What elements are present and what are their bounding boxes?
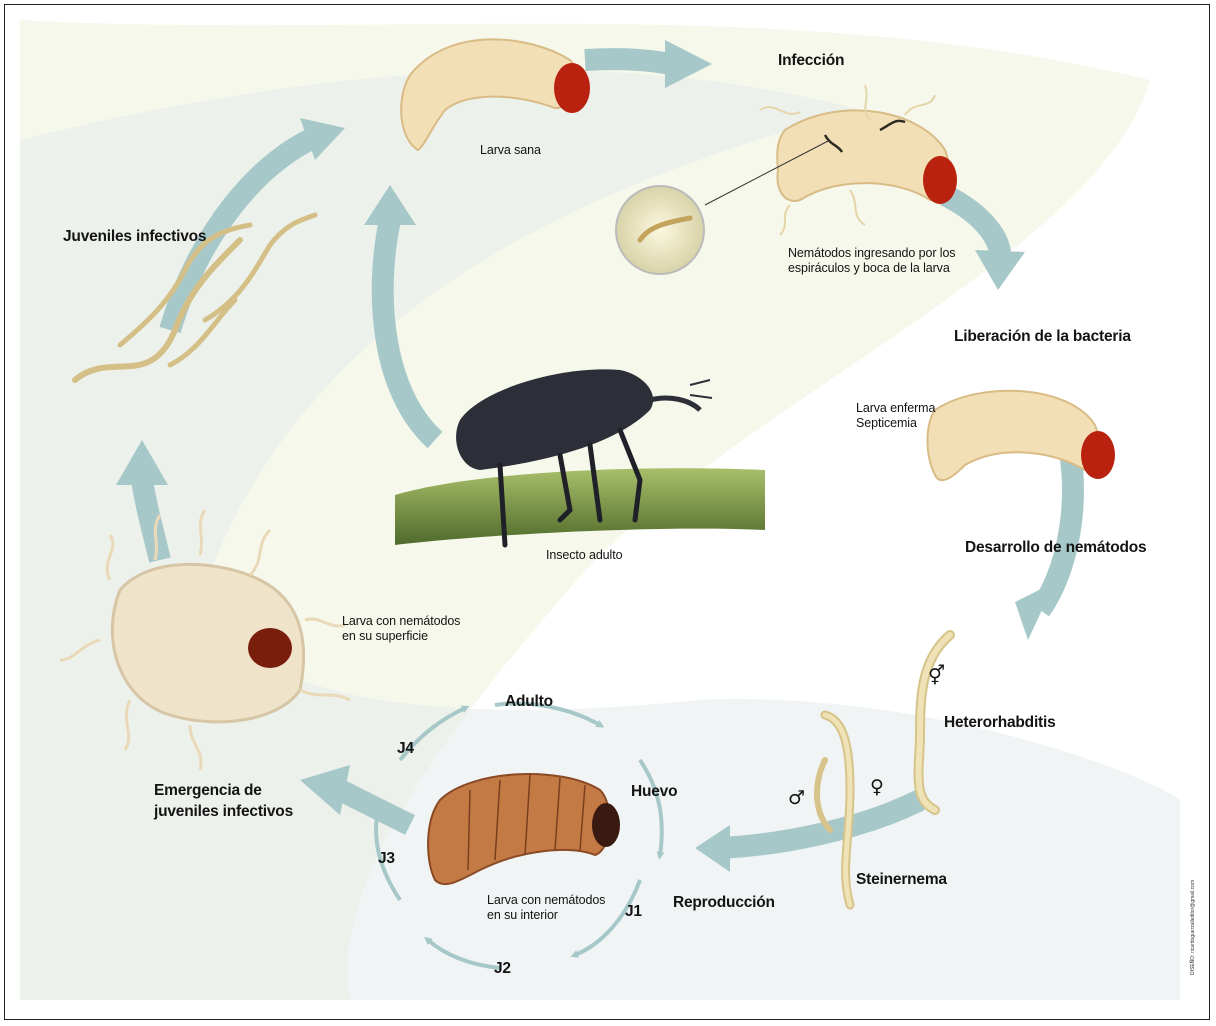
label-nematodos-ingresando-line-1: Nemátodos ingresando por los xyxy=(788,246,955,261)
label-reproduccion: Reproducción xyxy=(673,894,775,912)
label-j4: J4 xyxy=(397,740,414,758)
label-larva-interior: Larva con nemátodos en su interior xyxy=(487,893,605,923)
label-larva-sana: Larva sana xyxy=(480,143,541,158)
label-larva-interior-line-2: en su interior xyxy=(487,908,605,923)
label-nematodos-ingresando: Nemátodos ingresando por los espiráculos… xyxy=(788,246,955,276)
nematode-zoom-lens xyxy=(616,186,704,274)
female-symbol: ♀ xyxy=(870,776,884,798)
label-steinernema: Steinernema xyxy=(856,871,947,889)
label-j2: J2 xyxy=(494,960,511,978)
arrow-to-infeccion xyxy=(585,59,670,64)
label-desarrollo-nematodos: Desarrollo de nemátodos xyxy=(965,539,1146,557)
label-insecto-adulto: Insecto adulto xyxy=(546,548,622,563)
label-juveniles-infectivos: Juveniles infectivos xyxy=(63,228,206,246)
label-emergencia-line-1: Emergencia de xyxy=(154,780,293,801)
label-nematodos-ingresando-line-2: espiráculos y boca de la larva xyxy=(788,261,955,276)
label-larva-enferma: Larva enferma Septicemia xyxy=(856,401,935,431)
label-larva-enferma-line-2: Septicemia xyxy=(856,416,935,431)
label-larva-interior-line-1: Larva con nemátodos xyxy=(487,893,605,908)
label-liberacion-bacteria: Liberación de la bacteria xyxy=(954,328,1131,346)
label-emergencia: Emergencia de juveniles infectivos xyxy=(154,780,293,822)
label-emergencia-line-2: juveniles infectivos xyxy=(154,801,293,822)
male-symbol: ♂ xyxy=(788,787,805,809)
label-j3: J3 xyxy=(378,850,395,868)
designer-credit: DISEÑO: ricardoguerzalleditor@gmail.com xyxy=(1190,880,1196,975)
label-huevo: Huevo xyxy=(631,783,677,801)
label-infeccion: Infección xyxy=(778,52,844,70)
label-adulto: Adulto xyxy=(505,693,553,711)
label-larva-superficie: Larva con nemátodos en su superficie xyxy=(342,614,460,644)
label-j1: J1 xyxy=(625,903,642,921)
label-larva-enferma-line-1: Larva enferma xyxy=(856,401,935,416)
label-heterorhabditis: Heterorhabditis xyxy=(944,714,1056,732)
label-larva-superficie-line-1: Larva con nemátodos xyxy=(342,614,460,629)
hermaphrodite-symbol: ⚥ xyxy=(928,665,945,687)
larva-enferma-illustration xyxy=(928,391,1116,480)
label-larva-superficie-line-2: en su superficie xyxy=(342,629,460,644)
